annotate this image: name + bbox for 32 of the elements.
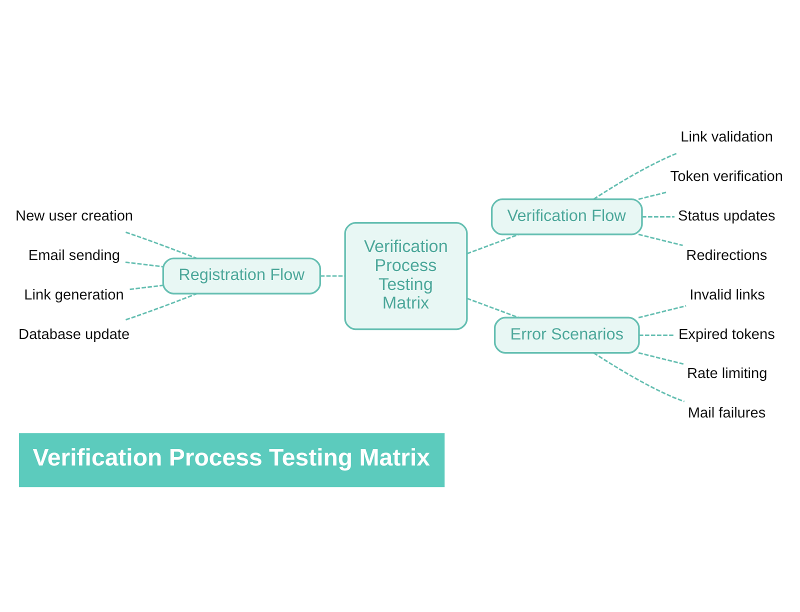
node-text: New user creation: [16, 208, 134, 224]
node-text: Email sending: [28, 247, 120, 264]
node-text: Link validation: [680, 128, 773, 145]
node-box: Registration Flow: [162, 257, 322, 294]
diagram-title: Verification Process Testing Matrix: [32, 444, 430, 472]
connector: [639, 334, 675, 336]
node-text: Database update: [18, 326, 130, 342]
connector: [593, 352, 685, 402]
node-text: Invalid links: [690, 286, 765, 303]
connector: [466, 233, 519, 254]
connector: [125, 292, 197, 320]
node-text: Token verification: [670, 168, 783, 184]
connector: [638, 190, 667, 200]
connector: [638, 352, 684, 364]
node-box: Verification Flow: [490, 198, 643, 235]
node-text: Rate limiting: [687, 366, 768, 382]
node-box: Error Scenarios: [494, 316, 640, 354]
connector: [593, 152, 678, 200]
connector: [638, 233, 683, 246]
connector: [320, 274, 346, 276]
node-text: Status updates: [678, 208, 776, 224]
connector: [125, 260, 164, 267]
connector: [125, 231, 197, 259]
connector: [642, 216, 674, 218]
node-text: Mail failures: [688, 405, 766, 422]
node-text: Redirections: [686, 247, 768, 264]
connector: [466, 297, 519, 318]
connector: [638, 304, 686, 318]
node-text: Expired tokens: [678, 326, 775, 342]
node-box: Verification Process Testing Matrix: [344, 221, 468, 330]
connector: [130, 284, 164, 290]
node-text: Link generation: [24, 286, 124, 303]
